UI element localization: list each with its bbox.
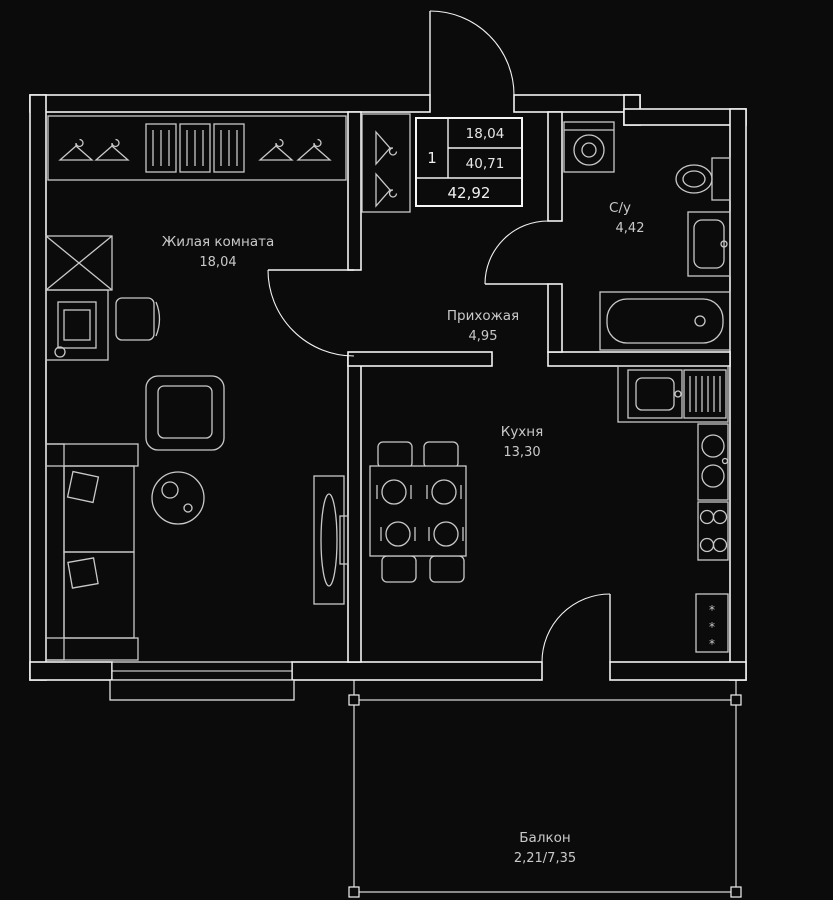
- info-total-area: 42,92: [448, 184, 491, 202]
- room-label-balcony: Балкон: [519, 830, 570, 846]
- balcony-post: [348, 694, 360, 706]
- bathtub-icon: [599, 291, 731, 351]
- tv-cabinet-icon: [313, 475, 349, 605]
- room-area-bathroom: 4,42: [616, 221, 645, 236]
- info-area: 40,71: [466, 156, 505, 172]
- snowflake-icon: *: [709, 637, 715, 651]
- wall-top-mid: [513, 94, 641, 113]
- wall-right: [729, 108, 747, 681]
- entrance-door: [429, 10, 515, 96]
- wall-hall-kitchen: [347, 351, 493, 367]
- living-wardrobe: [47, 115, 347, 181]
- dining-table-icon: [369, 465, 467, 557]
- balcony-outline: [353, 699, 737, 893]
- hanger-icon: [375, 131, 398, 165]
- bathroom-door: [484, 220, 549, 285]
- desk-chair-icon: [115, 297, 161, 341]
- dining-chair-icon: [377, 441, 413, 469]
- wall-bottom-3: [609, 661, 747, 681]
- info-living-area: 18,04: [466, 126, 505, 142]
- cabinet-icon: [45, 235, 113, 291]
- stove-icon: [697, 501, 729, 561]
- dish-rack-icon: [683, 369, 727, 419]
- room-label-hallway: Прихожая: [447, 308, 519, 324]
- armchair-icon: [145, 375, 225, 451]
- wall-bottom-2: [291, 661, 543, 681]
- hanger-icon: [297, 138, 331, 161]
- dining-chair-icon: [381, 555, 417, 583]
- hanger-icon: [95, 138, 129, 161]
- dining-chair-icon: [429, 555, 465, 583]
- hanger-icon: [375, 173, 398, 207]
- window-sill: [109, 679, 295, 701]
- dining-set: [369, 441, 467, 583]
- room-label-living: Жилая комната: [162, 234, 274, 250]
- kitchen-sink-icon: [627, 369, 683, 419]
- wall-top-left: [29, 94, 431, 113]
- drawer-box-icon: [179, 123, 211, 173]
- room-label-kitchen: Кухня: [501, 424, 544, 440]
- coffee-table-icon: [151, 471, 205, 525]
- plate-icon: [380, 521, 416, 547]
- room-area-balcony: 2,21/7,35: [514, 851, 576, 866]
- wall-tv-icon: [339, 515, 349, 565]
- wall-living-upper: [347, 111, 362, 271]
- balcony-post: [730, 694, 742, 706]
- snowflake-icon: *: [709, 603, 715, 617]
- toilet-icon: [675, 157, 731, 201]
- dining-chair-icon: [423, 441, 459, 469]
- balcony-structure: [348, 680, 742, 898]
- washing-machine-icon: [563, 121, 615, 173]
- desk-icon: [45, 289, 109, 361]
- snowflake-icon: *: [709, 620, 715, 634]
- room-area-living: 18,04: [199, 255, 236, 270]
- drawer-box-icon: [145, 123, 177, 173]
- living-room-window: [109, 661, 295, 701]
- plate-icon: [426, 479, 462, 505]
- wall-top-right: [623, 108, 747, 126]
- wall-bathroom-bottom: [547, 351, 731, 367]
- room-area-kitchen: 13,30: [503, 445, 540, 460]
- info-rooms-count: 1: [427, 149, 437, 167]
- wall-left: [29, 94, 47, 681]
- room-label-bathroom: С/у: [609, 200, 631, 216]
- bathroom-sink-icon: [687, 211, 731, 277]
- kitchen-counter: [617, 365, 729, 423]
- sofa-icon: [45, 443, 139, 661]
- info-box: 1 18,04 40,71 42,92: [415, 117, 523, 207]
- plate-icon: [428, 521, 464, 547]
- pillow-icon: [66, 470, 100, 504]
- wall-living-lower: [347, 355, 362, 663]
- double-sink-icon: [697, 423, 729, 501]
- wall-bathroom-left-lower: [547, 283, 563, 353]
- plate-icon: [376, 479, 412, 505]
- fridge-icon: * * *: [695, 593, 729, 653]
- room-labels: Жилая комната 18,04 Прихожая 4,95 С/у 4,…: [162, 200, 645, 866]
- wall-bathroom-left-upper: [547, 111, 563, 222]
- living-room-door: [267, 269, 355, 357]
- drawer-box-icon: [213, 123, 245, 173]
- walls: [29, 94, 747, 681]
- pillow-icon: [67, 557, 99, 589]
- hall-wardrobe: [361, 113, 411, 213]
- balcony-door: [541, 593, 611, 663]
- balcony-post: [730, 886, 742, 898]
- balcony-post: [348, 886, 360, 898]
- wall-bottom-1: [29, 661, 113, 681]
- hanger-icon: [259, 138, 293, 161]
- room-area-hallway: 4,95: [469, 329, 498, 344]
- hanger-icon: [59, 138, 93, 161]
